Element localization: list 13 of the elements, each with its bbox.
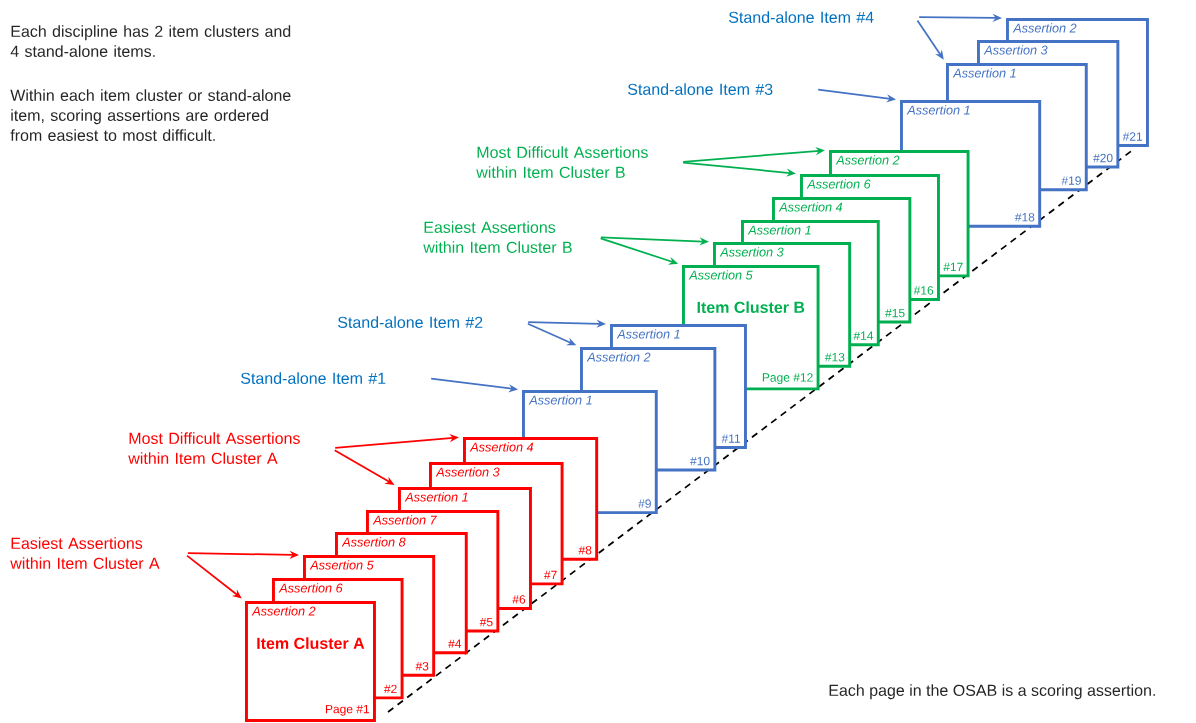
annotation-text: Easiest Assertions within Item Cluster B — [423, 221, 572, 253]
annotation-text: Easiest Assertions within Item Cluster A — [10, 537, 160, 569]
annotation-text: Stand-alone Item #1 — [241, 372, 386, 384]
note-text: Each discipline has 2 item clusters and 4 stand-alone items. — [10, 25, 291, 57]
annotation-text: Stand-alone Item #3 — [628, 83, 773, 95]
annotation-text: Most Difficult Assertions within Item Cluster A — [128, 432, 300, 464]
annotation-text: Stand-alone Item #2 — [338, 316, 483, 328]
note-text: Within each item cluster or stand-alone item, scoring assertions are ordered from easiest to most difficult. — [10, 89, 291, 141]
annotation-text: Stand-alone Item #4 — [729, 11, 874, 23]
annotation-text: Most Difficult Assertions within Item Cluster B — [476, 146, 648, 178]
note-text: Each page in the OSAB is a scoring assertion. — [829, 684, 1155, 700]
page-card: Assertion 2 Item Cluster A Page #1 — [245, 601, 376, 722]
arrow — [186, 554, 242, 599]
